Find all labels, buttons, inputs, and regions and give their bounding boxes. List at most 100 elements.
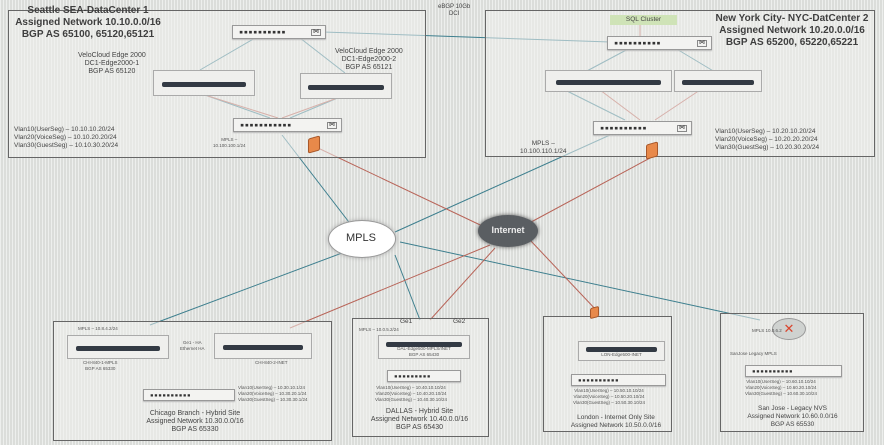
dallas-mpls-ip: MPLS – 10.0.5.2/24 <box>359 327 399 332</box>
london-vlans: Vlan10(UserSeg) – 10.50.10.10/24 Vlan20(… <box>573 388 645 406</box>
sanjose-router-ip: MPLS 10.0.6.2 <box>752 328 782 333</box>
sanjose-router-label: SanJose Legacy MPLS <box>730 351 777 356</box>
chicago-edge1-device[interactable] <box>67 335 169 359</box>
switch-uplink-icon: ⋈ <box>697 40 707 47</box>
dci-label-line1: eBGP 10Gb <box>438 4 471 10</box>
firewall-icon <box>646 141 658 160</box>
internet-cloud-icon <box>478 215 538 247</box>
site-network: Assigned Network 10.40.0.0/16 <box>370 416 469 423</box>
edge2-bgp: BGP AS 65121 <box>345 64 393 71</box>
london-edge-device[interactable]: LON-Edge500-INET <box>578 341 665 361</box>
link-sea-internet <box>317 147 496 233</box>
switch-ports-icon: ▪▪▪▪▪▪▪▪▪▪ <box>752 368 794 375</box>
site-bgp: BGP AS 65330 <box>171 426 219 433</box>
vlan-item: Vlan30(GuestSeg) – 10.60.30.10/24 <box>745 391 818 396</box>
sanjose-title: San Jose - Legacy NVS Assigned Network 1… <box>730 405 855 429</box>
edge-bgp: BGP AS 65330 <box>85 366 116 371</box>
link-internet-dallas <box>429 247 496 321</box>
switch-ports-icon: ▪▪▪▪▪▪▪▪▪▪ <box>600 124 648 132</box>
vlan-item: Vlan20(VoiceSeg) – 10.40.20.10/24 <box>375 391 447 396</box>
chicago-switch[interactable]: ▪▪▪▪▪▪▪▪▪▪ <box>143 389 235 401</box>
seattle-mpls-ip: MPLS – 10.100.100.1/24 <box>213 137 246 149</box>
nyc-core-switch[interactable]: ▪▪▪▪▪▪▪▪▪▪⋈ <box>607 36 712 50</box>
nyc-edge2-device[interactable] <box>674 70 762 92</box>
edge-name: CHI-840-1-MPLS <box>83 360 118 365</box>
site-network: Assigned Network 10.30.0.0/16 <box>146 418 244 425</box>
vlan-item: Vlan30(GuestSeg) – 10.10.30.20/24 <box>14 142 119 149</box>
edge1-bgp: BGP AS 65120 <box>88 68 136 75</box>
site-name: Chicago Branch - Hybrid Site <box>149 410 241 417</box>
nyc-edge1-device[interactable] <box>545 70 672 92</box>
switch-ports-icon: ▪▪▪▪▪▪▪▪▪▪ <box>578 377 620 384</box>
chicago-edge2-label: CHI-840-2-INET <box>255 360 288 365</box>
chicago-title: Chicago Branch - Hybrid Site Assigned Ne… <box>130 410 260 434</box>
vlan-item: Vlan20(VoiceSeg) – 10.60.20.10/24 <box>745 385 817 390</box>
link-nyc-internet <box>519 157 651 229</box>
london-edge-label: LON-Edge500-INET <box>601 352 642 357</box>
sanjose-switch[interactable]: ▪▪▪▪▪▪▪▪▪▪ <box>745 365 842 377</box>
nyc-title: New York City- NYC-DatCenter 2 Assigned … <box>712 13 872 49</box>
seattle-network: Assigned Network 10.10.0.0/16 <box>15 17 161 28</box>
nyc-mpls-ip: MPLS – 10.100.110.1/24 <box>520 140 567 156</box>
dci-label-line2: DCI <box>448 11 460 17</box>
vlan-item: Vlan20(VoiceSeg) – 10.30.20.1/24 <box>238 391 307 396</box>
vlan-item: Vlan20(VoiceSeg) – 10.50.20.10/24 <box>573 394 645 399</box>
site-network: Assigned Network 10.50.0.0/16 <box>570 422 662 429</box>
edge-bgp: BGP AS 65430 <box>408 352 440 357</box>
seattle-edge2-device[interactable] <box>300 73 392 99</box>
seattle-bgp: BGP AS 65100, 65120,65121 <box>21 29 155 40</box>
mpls-ip: 10.100.110.1/24 <box>520 148 567 155</box>
dallas-edge-device[interactable]: DAL-Edge500-MPLS/INET BGP AS 65430 <box>378 335 470 359</box>
vlan-item: Vlan10(UserSeg) – 10.20.10.20/24 <box>715 128 816 135</box>
vlan-item: Vlan10(UserSeg) – 10.60.10.10/24 <box>746 379 816 384</box>
edge2-name: DC1-Edge2000-2 <box>341 56 397 63</box>
switch-uplink-icon: ⋈ <box>311 29 321 36</box>
switch-uplink-icon: ⋈ <box>327 122 337 129</box>
edge-name: DAL-Edge500-MPLS/INET <box>397 346 451 351</box>
seattle-core-switch[interactable]: ▪▪▪▪▪▪▪▪▪▪ ⋈ <box>232 25 326 39</box>
vlan-item: Vlan30(GuestSeg) – 10.50.30.10/24 <box>573 400 646 405</box>
site-bgp: BGP AS 65530 <box>770 421 815 428</box>
mpls-ip: 10.100.100.1/24 <box>213 143 246 148</box>
dallas-ge1: Ge1 <box>400 318 413 325</box>
switch-ports-icon: ▪▪▪▪▪▪▪▪▪ <box>394 373 432 380</box>
router-icon[interactable]: ✕ <box>772 318 806 340</box>
seattle-edge1-label: VeloCloud Edge 2000 DC1-Edge2000-1 BGP A… <box>78 52 146 76</box>
london-switch[interactable]: ▪▪▪▪▪▪▪▪▪▪ <box>571 374 666 386</box>
nyc-vlans: Vlan10(UserSeg) – 10.20.10.20/24 Vlan20(… <box>715 128 819 152</box>
sanjose-vlans: Vlan10(UserSeg) – 10.60.10.10/24 Vlan20(… <box>745 379 817 397</box>
dci-label: eBGP 10Gb DCI <box>438 4 470 18</box>
nyc-bgp: BGP AS 65200, 65220,65221 <box>725 37 859 48</box>
chicago-mpls-ip: MPLS – 10.8.4.2/24 <box>78 326 118 331</box>
firewall-icon <box>308 135 320 154</box>
switch-ports-icon: ▪▪▪▪▪▪▪▪▪▪▪ <box>240 121 292 129</box>
switch-ports-icon: ▪▪▪▪▪▪▪▪▪▪ <box>239 28 287 36</box>
dallas-switch[interactable]: ▪▪▪▪▪▪▪▪▪ <box>387 370 461 382</box>
vlan-item: Vlan20(VoiceSeg) – 10.20.20.20/24 <box>715 136 818 143</box>
site-bgp: BGP AS 65430 <box>396 424 443 431</box>
chicago-vlans: Vlan10(UserSeg) – 10.30.10.1/24 Vlan20(V… <box>238 385 308 403</box>
seattle-edge1-device[interactable] <box>153 70 255 96</box>
seattle-access-switch[interactable]: ▪▪▪▪▪▪▪▪▪▪▪ ⋈ <box>233 118 342 132</box>
vlan-item: Vlan30(GuestSeg) – 10.30.30.1/24 <box>238 397 308 402</box>
internet-cloud-label: Internet <box>491 225 525 235</box>
switch-uplink-icon: ⋈ <box>677 125 687 132</box>
seattle-title: Seattle SEA-DataCenter 1 Assigned Networ… <box>8 5 168 41</box>
ha-type: Ethernet HA <box>180 346 205 351</box>
vlan-item: Vlan20(VoiceSeg) – 10.10.20.20/24 <box>14 134 117 141</box>
seattle-edge2-label: VeloCloud Edge 2000 DC1-Edge2000-2 BGP A… <box>335 48 403 72</box>
vlan-item: Vlan10(UserSeg) – 10.10.10.20/24 <box>14 126 115 133</box>
site-name: London - Internet Only Site <box>577 414 655 421</box>
switch-ports-icon: ▪▪▪▪▪▪▪▪▪▪ <box>150 392 192 399</box>
london-title: London - Internet Only Site Assigned Net… <box>556 414 676 430</box>
link-mpls-sanjose <box>399 241 761 321</box>
link-mpls-chicago <box>149 249 351 326</box>
mpls-label: MPLS – <box>531 140 555 147</box>
vlan-item: Vlan10(UserSeg) – 10.30.10.1/24 <box>238 385 306 390</box>
vlan-item: Vlan10(UserSeg) – 10.40.10.10/24 <box>376 385 446 390</box>
chicago-edge2-device[interactable] <box>214 333 312 359</box>
edge1-model: VeloCloud Edge 2000 <box>78 52 146 59</box>
site-name: San Jose - Legacy NVS <box>757 405 827 412</box>
chicago-edge1-label: CHI-840-1-MPLS BGP AS 65330 <box>83 360 118 372</box>
nyc-access-switch[interactable]: ▪▪▪▪▪▪▪▪▪▪ ⋈ <box>593 121 692 135</box>
